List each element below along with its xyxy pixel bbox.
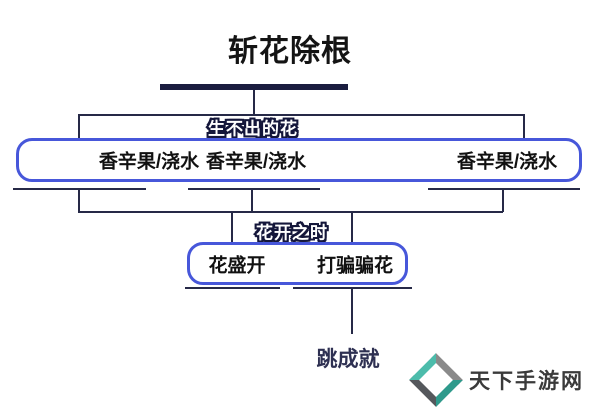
level1-node-box: 香辛果/浇水 香辛果/浇水 香辛果/浇水 — [16, 138, 582, 182]
watermark-site-name: 天下手游网 — [469, 370, 584, 393]
level2-node-box: 花盛开 打骗骗花 — [187, 242, 408, 285]
level2-item: 花盛开 — [208, 255, 266, 276]
watermark: 天下手游网 — [409, 353, 584, 407]
level1-item: 香辛果/浇水 — [456, 151, 558, 173]
diagram-title: 斩花除根 — [228, 35, 352, 68]
level1-branch-label: 生不出的花 — [206, 118, 299, 141]
root-bar — [160, 84, 348, 90]
leaf-node-label: 跳成就 — [316, 348, 380, 371]
level2-item: 打骗骗花 — [316, 255, 394, 276]
level1-item: 香辛果/浇水 — [205, 151, 307, 173]
level1-item: 香辛果/浇水 — [98, 151, 200, 173]
level2-branch-label: 花开之时 — [254, 222, 329, 245]
watermark-diamond-logo-icon — [409, 353, 463, 407]
